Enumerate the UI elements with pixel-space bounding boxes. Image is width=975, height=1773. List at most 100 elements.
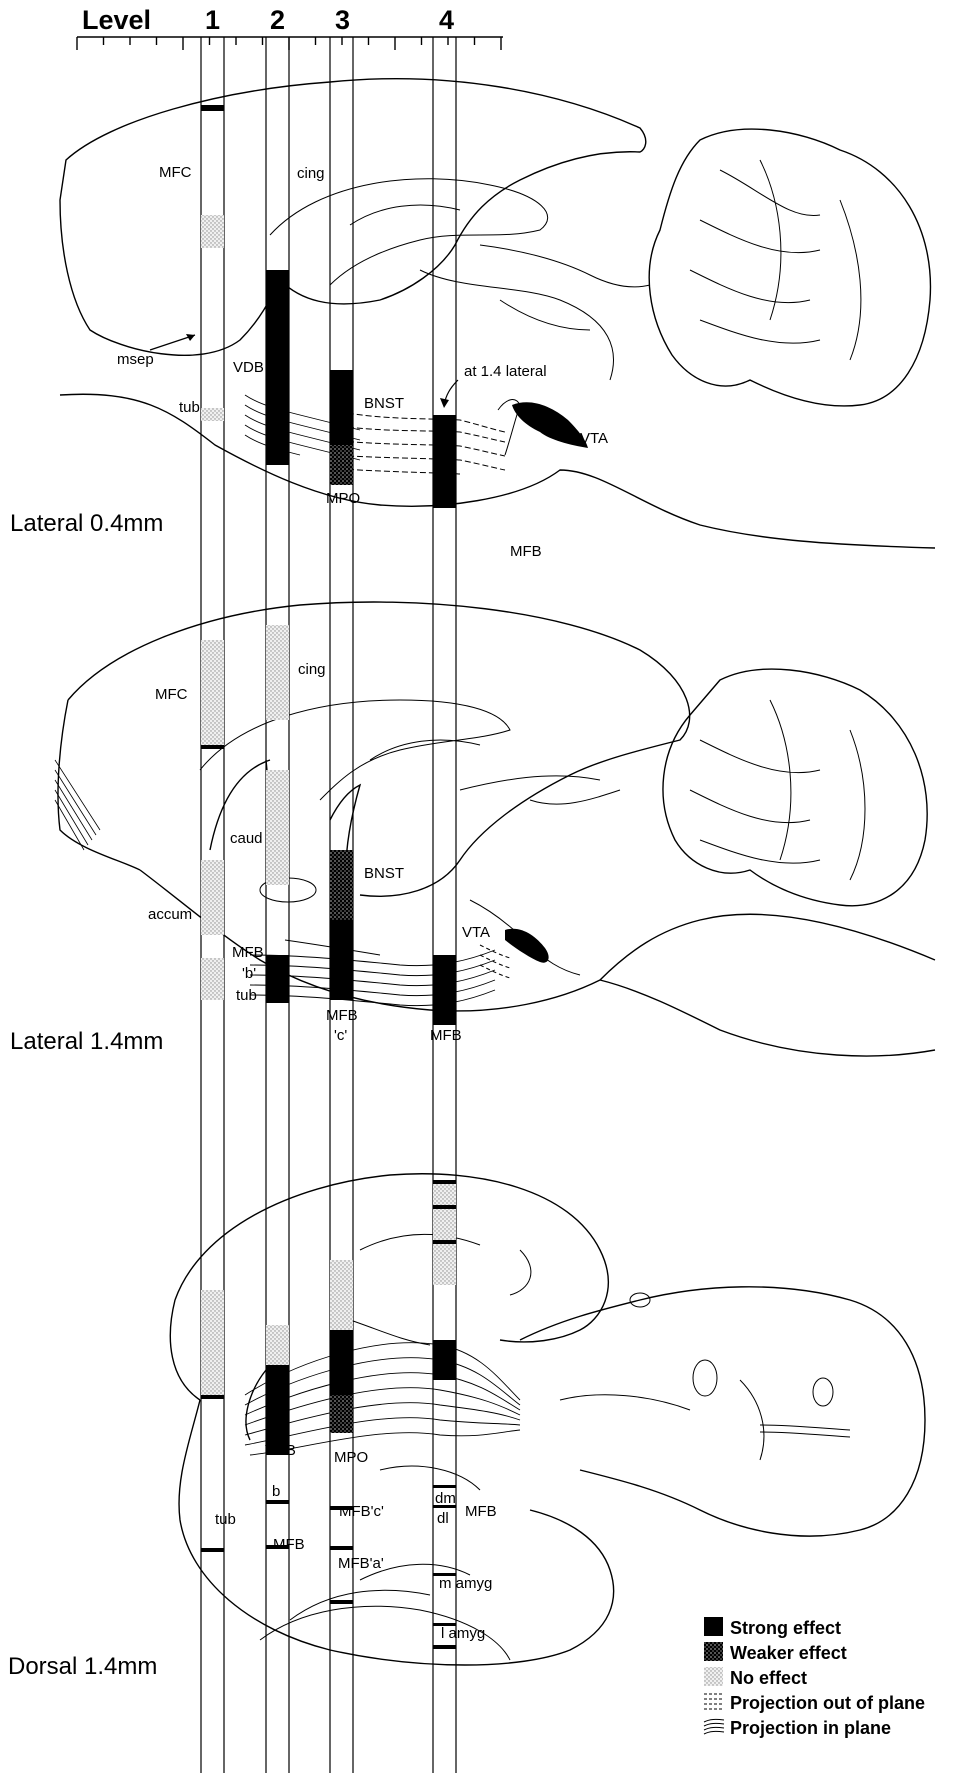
level-heading: Level	[82, 5, 151, 35]
legend-label-lines: Projection in plane	[730, 1718, 891, 1738]
olfactory-stripes-2	[55, 760, 100, 850]
cerebellum-folds-2	[690, 700, 865, 880]
ventricle-oval-2	[813, 1378, 833, 1406]
ventricle-oval-1	[693, 1360, 717, 1396]
level-4-label: 4	[439, 5, 454, 35]
legend-label-strong: Strong effect	[730, 1618, 841, 1638]
bar-4-dm-top	[433, 1485, 456, 1488]
bar-3-weaker-3	[330, 1395, 353, 1433]
label-bnst-2: BNST	[364, 865, 404, 882]
cerebellum-1	[649, 129, 930, 406]
section-title-lateral-1-4: Lateral 1.4mm	[10, 1028, 163, 1055]
bar-3-strong-2	[330, 920, 353, 1000]
bar-4-line-a	[433, 1205, 456, 1209]
projection-dashed-2	[480, 945, 510, 978]
label-b-3: b	[272, 1483, 280, 1500]
bar-4-strong-3	[433, 1340, 456, 1380]
label-vta-1: VTA	[580, 430, 608, 447]
label-at-lateral: at 1.4 lateral	[464, 363, 547, 380]
brain-lower-outline-1	[60, 394, 935, 548]
bar-2-cing-2	[266, 625, 289, 720]
section-title-dorsal-1-4: Dorsal 1.4mm	[8, 1653, 157, 1680]
label-b-quote-2: 'b'	[242, 965, 256, 982]
bar-3-weaker-2	[330, 850, 353, 920]
label-vta-2: VTA	[462, 924, 490, 941]
bar-4-noeffect-3	[433, 1180, 456, 1285]
label-mfb-1: MFB	[510, 543, 542, 560]
section-title-lateral-0-4: Lateral 0.4mm	[10, 510, 163, 537]
bar-2-caud-2	[266, 770, 289, 885]
bar-3-noeffect-3	[330, 1260, 353, 1330]
section-lateral-1-4: MFC cing caud BNST accum MFB 'b' tub VTA…	[10, 602, 935, 1056]
label-mfc-1: MFC	[159, 164, 192, 181]
level-3-label: 3	[335, 5, 350, 35]
level-1-label: 1	[205, 5, 220, 35]
label-mfb-right-3: MFB	[465, 1503, 497, 1520]
bar-4-strong-2	[433, 955, 456, 1025]
bar-2-noeffect-3	[266, 1325, 289, 1365]
section-dorsal-1-4: VDB MPO b tub MFB'c' dm dl MFB MFB MFB'a…	[8, 1174, 925, 1680]
bar-2-mfb-b	[266, 955, 289, 1003]
brain-right-outline-3	[520, 1287, 925, 1536]
level-ruler: Level 1 2 3 4	[77, 5, 503, 50]
vdb-curve-3	[246, 1370, 266, 1440]
label-dm-3: dm	[435, 1490, 456, 1507]
bar-1-sep-2	[201, 745, 224, 749]
brain-outline-2	[58, 602, 690, 896]
bar-4-top-line	[433, 1180, 456, 1184]
label-vdb-3: VDB	[265, 1442, 296, 1459]
lateral-arrowhead	[440, 398, 449, 408]
cerebellum-2	[663, 669, 927, 906]
label-tub-3: tub	[215, 1511, 236, 1528]
brain-lower-outline-3	[179, 1400, 614, 1665]
legend-swatch-weaker	[704, 1642, 723, 1661]
label-mpo-1: MPO	[326, 490, 360, 507]
label-c-quote-2: 'c'	[334, 1027, 347, 1044]
internal-structures-3	[350, 1234, 764, 1490]
section-lateral-0-4: MFC cing msep VDB tub BNST MPO at 1.4 la…	[10, 79, 935, 560]
label-accum-2: accum	[148, 906, 192, 923]
callosum-1	[270, 179, 650, 287]
vta-region-1	[512, 402, 588, 448]
cerebellum-folds-1	[690, 160, 861, 360]
bar-2-b-line	[266, 1500, 289, 1504]
label-mfb-c-2: MFB	[326, 1007, 358, 1024]
level-lines	[201, 37, 456, 1773]
label-mpo-3: MPO	[334, 1449, 368, 1466]
legend-swatch-dashed	[704, 1694, 724, 1709]
bar-1-tub	[201, 408, 224, 421]
legend-swatch-strong	[704, 1617, 723, 1636]
label-mfb-2: MFB	[430, 1027, 462, 1044]
vta-region-2	[505, 929, 549, 963]
legend-label-dashed: Projection out of plane	[730, 1693, 925, 1713]
label-mfb-c-3: MFB'c'	[339, 1503, 384, 1520]
brain-lower-outline-2	[140, 870, 935, 1056]
label-bnst-1: BNST	[364, 395, 404, 412]
bar-1-noeffect	[201, 215, 224, 248]
callosum-2	[200, 700, 620, 804]
label-caud-2: caud	[230, 830, 263, 847]
bar-3-strong-3	[330, 1330, 353, 1395]
aqueduct-3	[760, 1425, 850, 1437]
label-m-amyg-3: m amyg	[439, 1575, 492, 1592]
level-2-label: 2	[270, 5, 285, 35]
label-tub-1: tub	[179, 399, 200, 416]
label-vdb-1: VDB	[233, 359, 264, 376]
label-mfc-2: MFC	[155, 686, 188, 703]
label-mfb-a-3: MFB'a'	[338, 1555, 384, 1572]
bar-1-accum-2	[201, 860, 224, 935]
label-l-amyg-3: l amyg	[441, 1625, 485, 1642]
bar-4-bottom-line	[433, 1645, 456, 1649]
bar-4-strong	[433, 415, 456, 508]
projection-dashed-1	[330, 410, 505, 474]
legend-label-none: No effect	[730, 1668, 807, 1688]
bar-1-dorsal-sep	[201, 1395, 224, 1399]
bar-3-mpo-weaker	[330, 445, 353, 485]
label-cing-2: cing	[298, 661, 326, 678]
bar-1-tub-2	[201, 958, 224, 1000]
legend-label-weaker: Weaker effect	[730, 1643, 847, 1663]
label-cing-1: cing	[297, 165, 325, 182]
label-tub-2: tub	[236, 987, 257, 1004]
legend-swatch-none	[704, 1667, 723, 1686]
